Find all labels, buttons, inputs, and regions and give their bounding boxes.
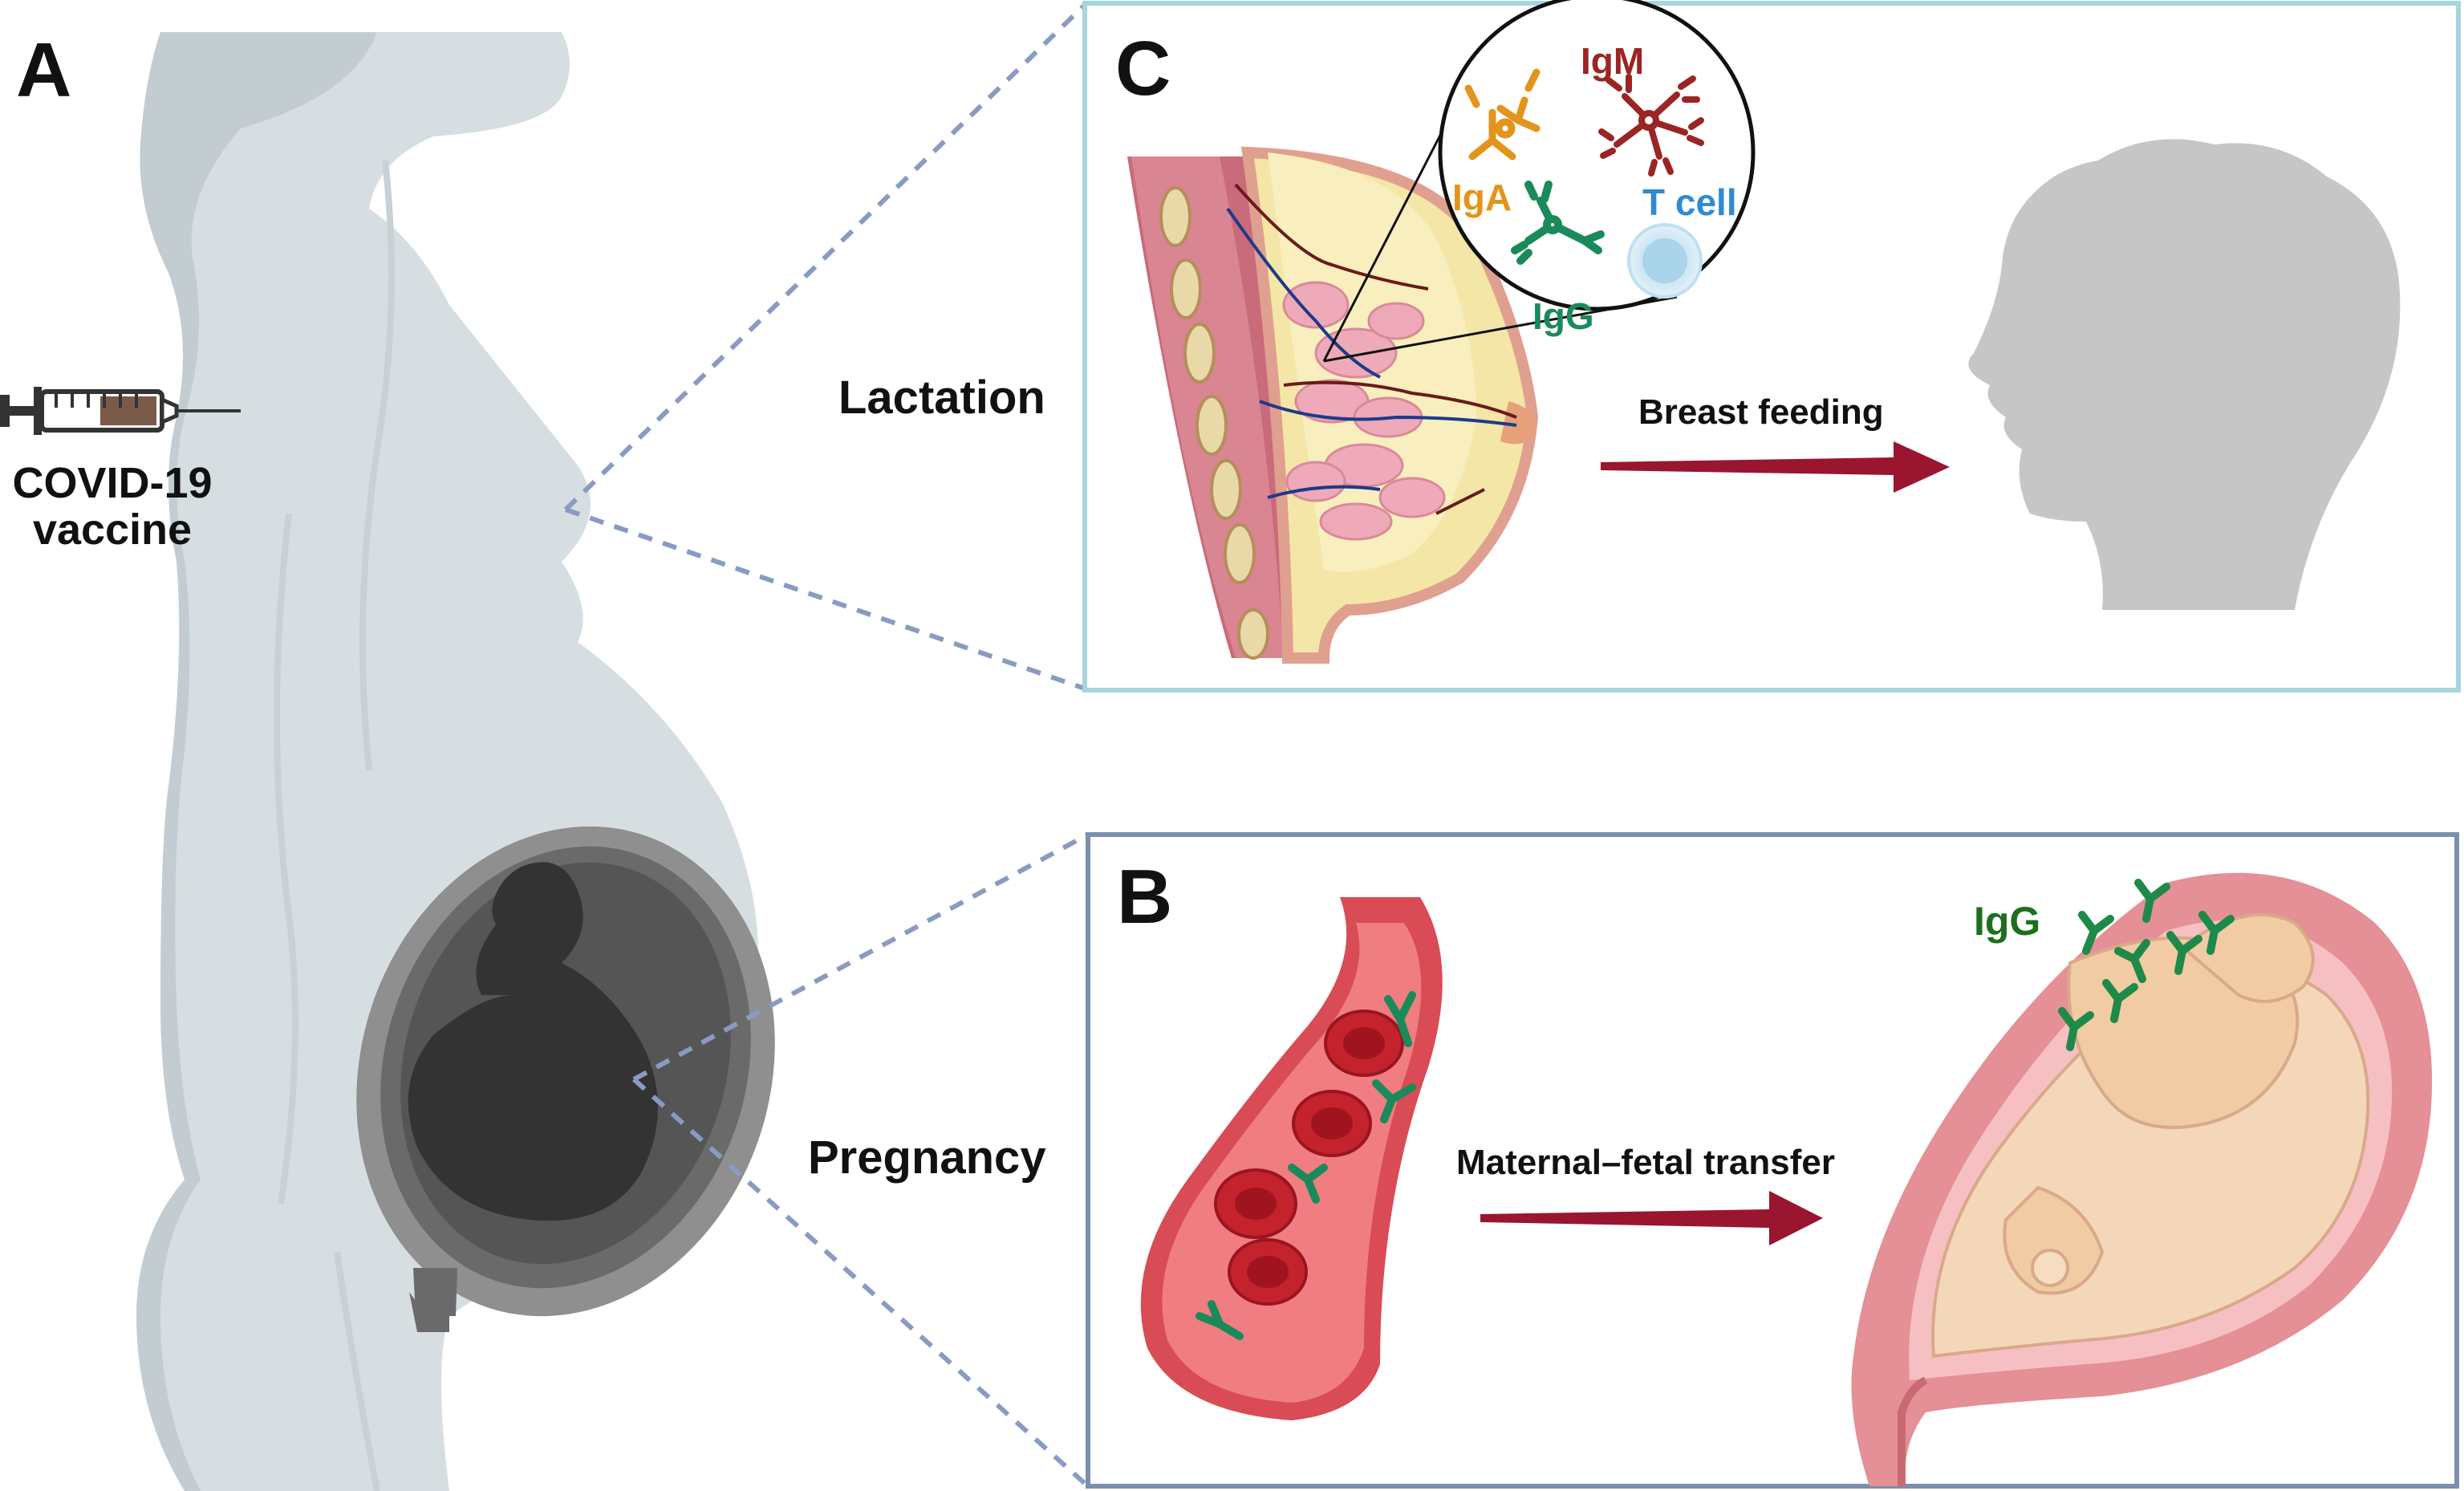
panel-c-letter: C xyxy=(1115,26,1171,112)
pregnant-woman-silhouette xyxy=(136,32,775,1491)
vaccine-label-line2: vaccine xyxy=(33,506,192,554)
panel-b-letter: B xyxy=(1117,854,1172,940)
child-head-silhouette xyxy=(1968,139,2401,611)
igm-antibody-icon xyxy=(1598,74,1704,177)
syringe-icon xyxy=(0,387,241,435)
igg-antibody-icon xyxy=(1511,181,1605,265)
igm-label: IgM xyxy=(1581,40,1644,82)
nipple xyxy=(1500,401,1536,445)
maternal-fetal-transfer-arrow xyxy=(1480,1191,1823,1245)
uterus-with-fetus xyxy=(1851,872,2433,1486)
lactation-label: Lactation xyxy=(838,372,1045,424)
igg-label: IgG xyxy=(1532,295,1594,337)
iga-antibody-icon xyxy=(1464,68,1541,160)
blood-vessel xyxy=(1140,897,1443,1420)
breast-feeding-label: Breast feeding xyxy=(1638,392,1884,432)
breast-cross-section xyxy=(1127,146,1539,664)
iga-label: IgA xyxy=(1452,177,1512,218)
connector-lines xyxy=(563,2,1090,1489)
breast-feeding-arrow xyxy=(1601,441,1950,493)
t-cell-label: T cell xyxy=(1642,181,1737,223)
cervix xyxy=(413,1268,457,1316)
panel-a-letter: A xyxy=(16,27,71,113)
vaccine-label-line1: COVID-19 xyxy=(12,459,212,507)
fetus-silhouette xyxy=(408,862,658,1221)
antibody-zoom-circle xyxy=(1438,0,1756,311)
pregnancy-igg-label: IgG xyxy=(1974,899,2040,944)
maternal-fetal-transfer-label: Maternal–fetal transfer xyxy=(1456,1143,1835,1182)
pregnancy-label: Pregnancy xyxy=(808,1131,1046,1184)
